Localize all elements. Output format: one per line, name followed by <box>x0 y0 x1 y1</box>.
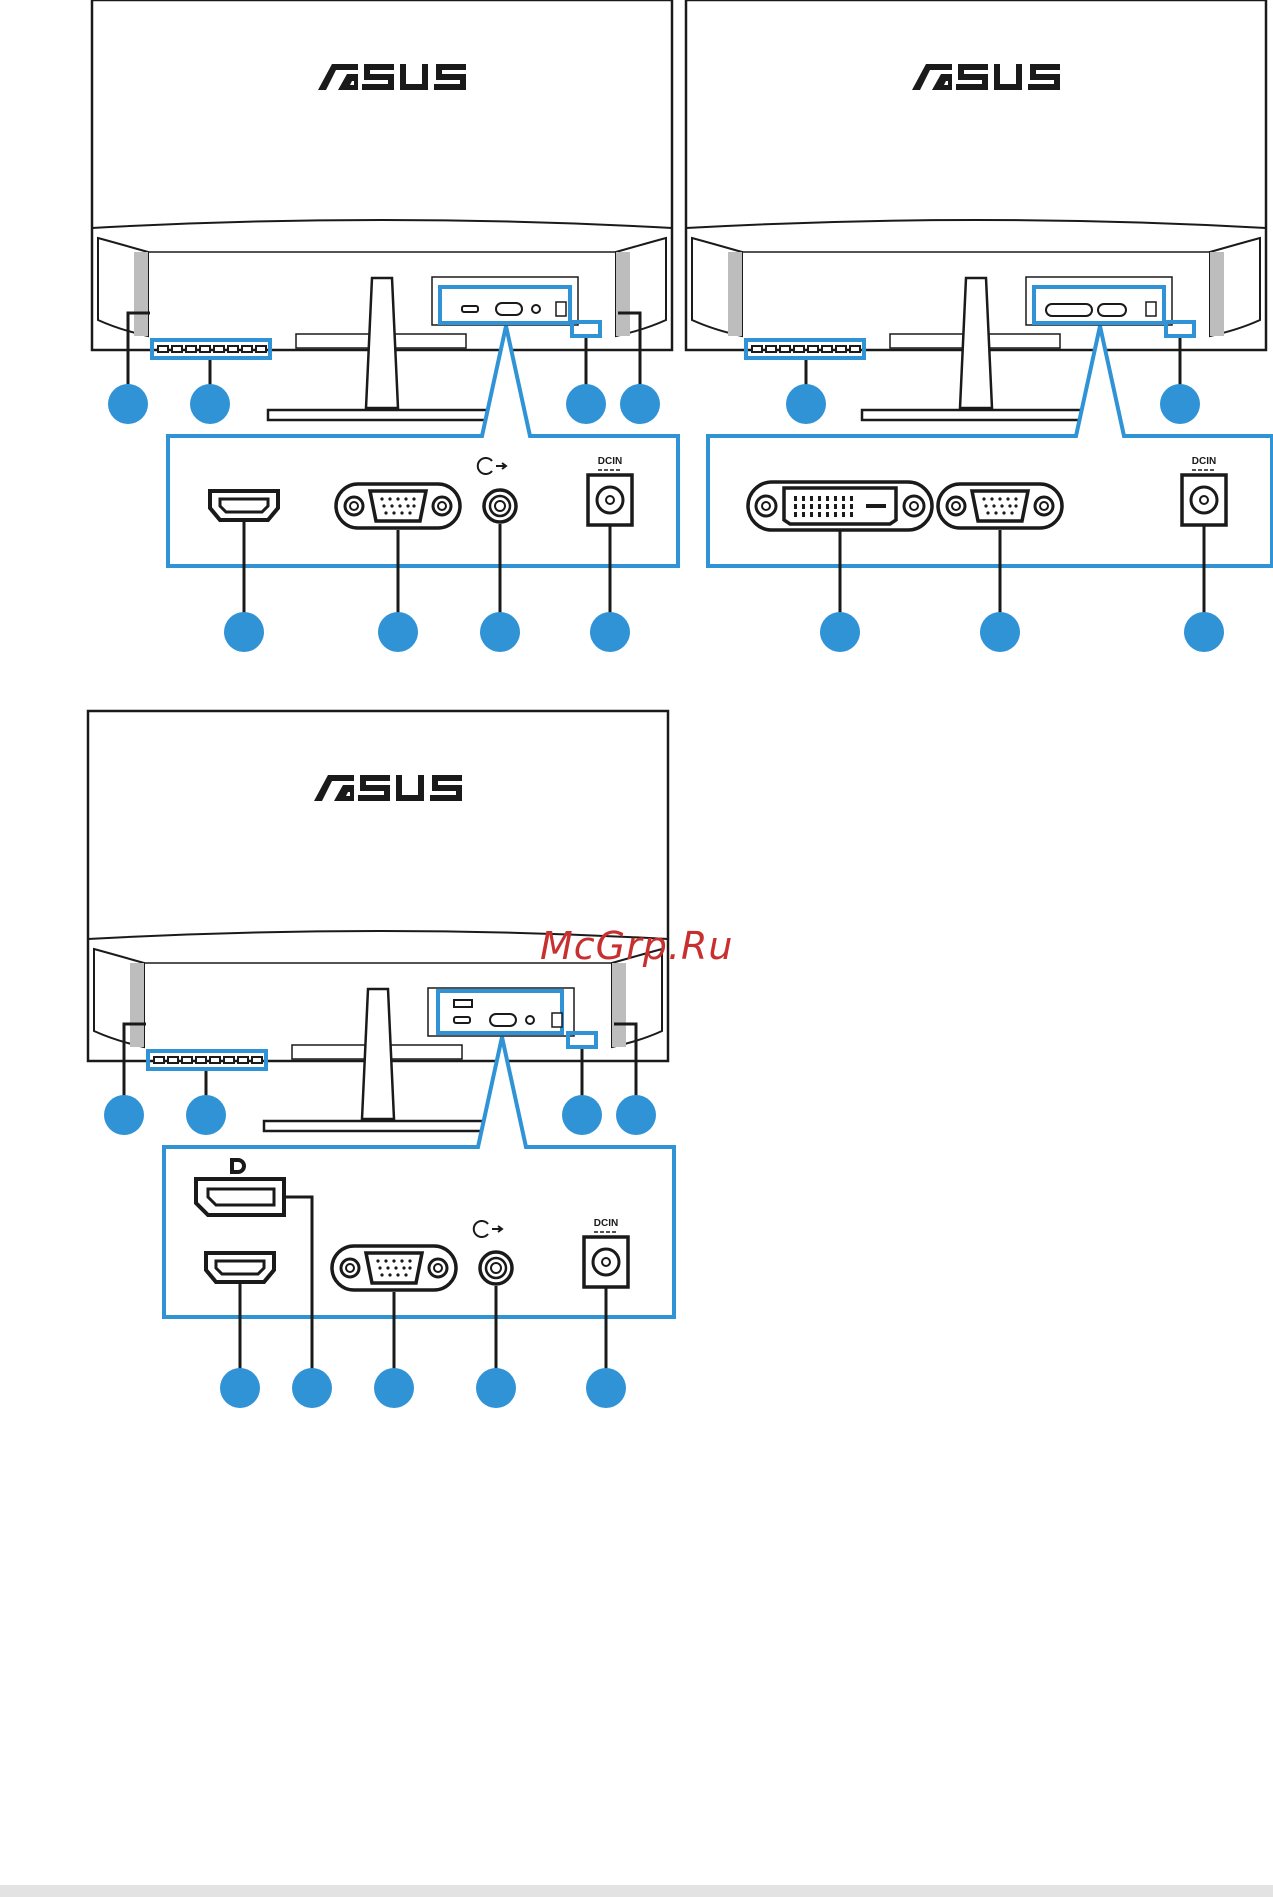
callout-marker <box>374 1368 414 1408</box>
callout-marker <box>476 1368 516 1408</box>
dcin-label: DCIN <box>1192 456 1216 467</box>
callout-marker <box>104 1095 144 1135</box>
speaker-grille-right <box>612 963 626 1047</box>
speaker-grille-left <box>728 252 742 336</box>
dcin-label: DCIN <box>594 1218 618 1229</box>
callout-marker <box>1184 612 1224 652</box>
diagram-model-c: DCIN <box>88 711 674 1408</box>
callout-marker <box>620 384 660 424</box>
asus-logo <box>314 775 462 801</box>
monitor-base <box>264 1121 492 1131</box>
asus-logo <box>912 64 1060 90</box>
callout-marker <box>820 612 860 652</box>
hdmi-port <box>210 491 278 520</box>
dcin-label: DCIN <box>598 456 622 467</box>
callout-marker <box>980 612 1020 652</box>
vga-port <box>332 1246 456 1290</box>
vga-port <box>336 484 460 528</box>
speaker-grille-left <box>130 963 144 1047</box>
dc-in-port <box>584 1237 628 1287</box>
callout-marker <box>190 384 230 424</box>
hdmi-port <box>206 1253 274 1282</box>
displayport-port <box>196 1179 284 1215</box>
vga-port <box>938 484 1062 528</box>
monitor-base <box>862 410 1090 420</box>
dc-in-port <box>1182 475 1226 525</box>
callout-marker <box>590 612 630 652</box>
callout-marker <box>616 1095 656 1135</box>
monitor-stand <box>960 278 992 408</box>
monitor-stand <box>362 989 394 1119</box>
footer-band <box>0 1885 1273 1897</box>
speaker-grille-left <box>134 252 148 336</box>
audio-jack <box>480 1252 512 1284</box>
watermark-text: McGrp.Ru <box>540 924 733 968</box>
asus-logo <box>318 64 466 90</box>
dc-in-port <box>588 475 632 525</box>
monitor-stand <box>366 278 398 408</box>
callout-marker <box>786 384 826 424</box>
callout-marker <box>566 384 606 424</box>
callout-marker <box>378 612 418 652</box>
callout-marker <box>586 1368 626 1408</box>
callout-marker <box>562 1095 602 1135</box>
diagram-model-b: DCIN <box>686 0 1272 652</box>
monitor-base <box>268 410 496 420</box>
callout-marker <box>1160 384 1200 424</box>
callout-marker <box>292 1368 332 1408</box>
callout-marker <box>224 612 264 652</box>
audio-jack <box>484 490 516 522</box>
speaker-grille-right <box>616 252 630 336</box>
dvi-port <box>748 482 932 530</box>
callout-marker <box>186 1095 226 1135</box>
speaker-grille-right <box>1210 252 1224 336</box>
callout-marker <box>480 612 520 652</box>
callout-marker <box>108 384 148 424</box>
callout-marker <box>220 1368 260 1408</box>
diagram-model-a: DCIN <box>92 0 678 652</box>
